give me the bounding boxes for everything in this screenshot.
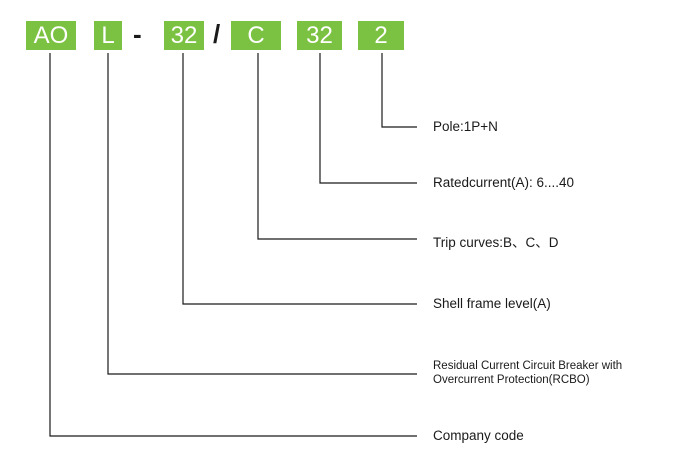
- connector-trip-curves: [257, 53, 417, 240]
- code-box-l: L: [94, 21, 122, 50]
- code-separator-dash: -: [133, 19, 142, 49]
- label-shell-frame: Shell frame level(A): [433, 296, 551, 311]
- label-pole: Pole:1P+N: [433, 119, 498, 134]
- label-rcbo-line1: Residual Current Circuit Breaker with: [433, 360, 623, 372]
- connector-company: [49, 53, 417, 437]
- code-box-32-frame: 32: [164, 21, 204, 50]
- label-trip-curves: Trip curves:B、C、D: [433, 235, 559, 250]
- connector-shell-frame: [182, 53, 417, 305]
- label-rcbo-line2: Overcurrent Protection(RCBO): [433, 374, 590, 386]
- connector-rcbo: [107, 53, 417, 375]
- connector-pole: [381, 53, 417, 128]
- code-box-32-current: 32: [297, 21, 342, 50]
- label-company-code: Company code: [433, 428, 524, 443]
- code-box-2: 2: [358, 21, 404, 50]
- label-rated-current: Ratedcurrent(A): 6....40: [433, 175, 575, 190]
- code-separator-slash: /: [213, 19, 221, 49]
- connector-rated-current: [319, 53, 417, 184]
- code-box-ao: AO: [26, 21, 76, 50]
- code-box-c: C: [231, 21, 281, 50]
